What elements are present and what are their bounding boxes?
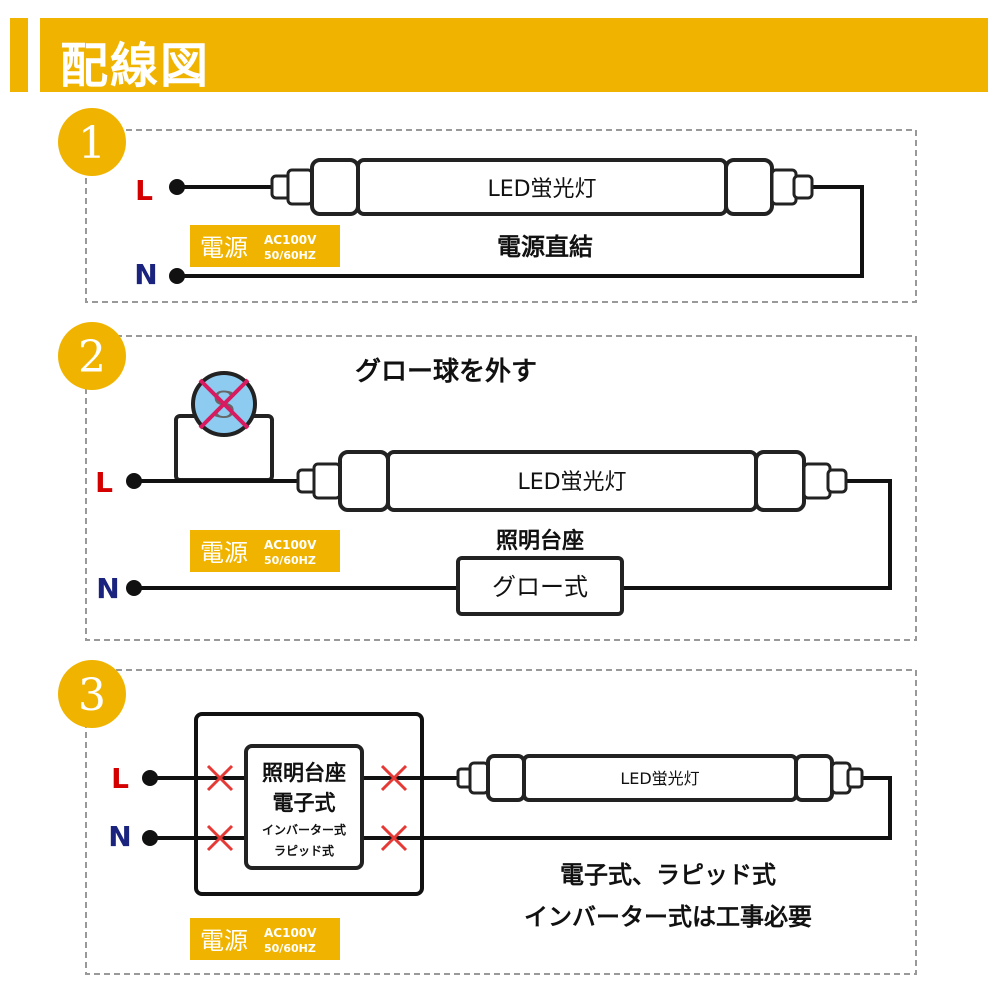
fixture-base-label: 照明台座 (496, 528, 584, 554)
power-frequency: 50/60HZ (264, 249, 316, 262)
power-badge: 電源 AC100V 50/60HZ (190, 530, 340, 572)
header-bar (40, 18, 988, 92)
return-wire (362, 776, 892, 840)
neutral-wire (177, 185, 864, 278)
tube-label: LED蛍光灯 (487, 177, 596, 202)
panel-2-number: 2 (78, 332, 106, 383)
neutral-label: N (96, 572, 119, 605)
panel-3-frame (85, 669, 917, 975)
power-badge: 電源 AC100V 50/60HZ (190, 225, 340, 267)
panel-1-number-badge (58, 108, 126, 176)
glow-type-label: グロー式 (492, 573, 588, 601)
led-tube (296, 450, 848, 512)
header-banner: 配線図 (10, 18, 988, 94)
panel-3-number-badge (58, 660, 126, 728)
panel-1: 1 L N LED蛍光灯 電源 AC100V 50/60HZ 電源直結 (58, 108, 917, 303)
electronic-type-label: 電子式 (273, 791, 336, 815)
neutral-label: N (108, 820, 131, 853)
panel-3: 3 L N 照明台座 電子式 インバーター式 ラピッド式 (58, 660, 917, 975)
power-voltage: AC100V (264, 233, 317, 247)
power-frequency: 50/60HZ (264, 554, 316, 567)
rapid-type-label: ラピッド式 (274, 843, 334, 858)
remove-glow-note: グロー球を外す (355, 357, 537, 387)
direct-wiring-caption: 電源直結 (497, 233, 593, 261)
panel-3-number: 3 (78, 670, 106, 721)
panel-1-number: 1 (78, 118, 106, 169)
panel-2-frame (85, 335, 917, 641)
power-badge: 電源 AC100V 50/60HZ (190, 918, 340, 960)
power-label: 電源 (200, 539, 248, 567)
tube-label: LED蛍光灯 (517, 470, 626, 495)
power-label: 電源 (200, 234, 248, 262)
panel-1-frame (85, 129, 917, 303)
power-frequency: 50/60HZ (264, 942, 316, 955)
led-tube (270, 158, 814, 216)
glow-type-box (456, 556, 624, 616)
power-label: 電源 (200, 927, 248, 955)
inverter-type-label: インバーター式 (262, 822, 346, 837)
live-label: L (111, 762, 129, 795)
cut-cross-icons (206, 764, 408, 852)
ballast-box (244, 744, 364, 870)
fixture-base-label: 照明台座 (262, 761, 346, 785)
live-label: L (95, 466, 113, 499)
tube-label: LED蛍光灯 (620, 769, 699, 788)
page-title: 配線図 (60, 38, 211, 94)
power-voltage: AC100V (264, 926, 317, 940)
panel-2: 2 グロー球を外す S L N LED蛍光灯 電源 AC100V 50 (58, 322, 917, 641)
led-tube (456, 754, 864, 802)
caption-line-2: インバーター式は工事必要 (524, 903, 812, 931)
power-voltage: AC100V (264, 538, 317, 552)
live-label: L (135, 174, 153, 207)
neutral-label: N (134, 258, 157, 291)
caption-line-1: 電子式、ラピッド式 (560, 861, 776, 889)
header-accent-bar (10, 18, 28, 92)
panel-2-number-badge (58, 322, 126, 390)
return-wire (622, 479, 892, 590)
ballast-bypass-loop (194, 712, 424, 896)
